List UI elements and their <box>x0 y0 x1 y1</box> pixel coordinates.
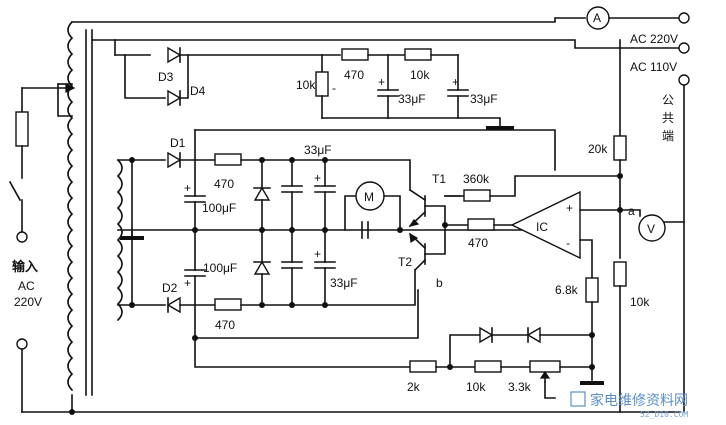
label-2k: 2k <box>407 380 421 394</box>
label-10k-bottom: 10k <box>466 380 486 394</box>
polarity-minus-top: - <box>332 81 336 95</box>
input-label: 输入 <box>12 259 38 274</box>
secondary-winding <box>116 158 123 322</box>
resistor-10k-top <box>404 48 432 61</box>
label-470-d1: 470 <box>214 177 234 191</box>
voltmeter <box>638 214 666 242</box>
label-470-d2: 470 <box>215 318 235 332</box>
watermark-url: 52_D10.COM <box>640 410 688 419</box>
common-char-1: 公 <box>662 93 674 107</box>
resistor-10k-left <box>315 71 329 97</box>
d3-d4-branch: D3 D4 470 10k 10k - + 33μF + 33μF <box>124 46 514 130</box>
polarity-plus-c6: + <box>314 247 321 261</box>
label-20k: 20k <box>588 142 608 156</box>
terminal-220v[interactable] <box>678 12 690 24</box>
label-node-b: b <box>436 276 443 290</box>
label-c-33uf-top2: 33μF <box>470 92 498 106</box>
reference-diode-2 <box>526 326 541 344</box>
ic-plus: + <box>566 201 573 215</box>
watermark: 家电维修资料网 52_D10.COM <box>570 391 688 419</box>
ic-label: IC <box>536 220 548 234</box>
power-switch[interactable] <box>8 180 22 202</box>
terminal-common[interactable] <box>678 74 690 86</box>
polarity-plus-c5: + <box>314 171 321 185</box>
fuse <box>15 111 29 147</box>
input-terminal-bottom[interactable] <box>16 338 28 350</box>
label-node-a: a <box>628 204 635 218</box>
label-t1: T1 <box>432 172 446 186</box>
ammeter-label: A <box>593 11 601 25</box>
label-d2: D2 <box>162 281 178 295</box>
label-c-33uf-mid: 33μF <box>304 143 332 157</box>
op-amp-section: 360k 470 IC + - a V 6.8k 10k <box>444 172 685 413</box>
label-c-100uf-1: 100μF <box>202 201 236 215</box>
resistor-10k-right <box>613 261 627 287</box>
label-c-33uf-top1: 33μF <box>398 92 426 106</box>
label-10k-top: 10k <box>410 68 430 82</box>
label-470-base: 470 <box>468 236 488 250</box>
label-3-3k: 3.3k <box>508 380 532 394</box>
label-10k-right: 10k <box>630 295 650 309</box>
resistor-360k <box>463 189 491 202</box>
label-t2: T2 <box>398 255 412 269</box>
resistor-10k-bottom <box>474 360 502 373</box>
resistor-2k <box>409 360 437 373</box>
resistor-470-d2 <box>214 298 242 311</box>
primary-winding-left <box>67 20 74 392</box>
label-6-8k: 6.8k <box>555 283 579 297</box>
diode-d2 <box>166 296 181 314</box>
diode-d4 <box>167 89 182 107</box>
label-10k-left: 10k <box>296 78 316 92</box>
transformer <box>67 20 123 396</box>
resistor-20k <box>613 135 627 161</box>
voltmeter-label: V <box>647 222 655 236</box>
resistor-470-top <box>341 48 369 61</box>
common-char-3: 端 <box>662 129 674 143</box>
label-d4: D4 <box>190 84 206 98</box>
terminal-110v[interactable] <box>678 42 690 54</box>
polarity-plus-c2: + <box>452 75 459 89</box>
input-volt-label: 220V <box>14 295 42 309</box>
reference-diode-1 <box>479 326 494 344</box>
polarity-plus-100uf2: + <box>184 276 191 290</box>
zener-filter-bank: + + 33μF <box>253 157 358 308</box>
resistor-470-d1 <box>214 153 242 166</box>
label-470-top: 470 <box>344 68 364 82</box>
label-ac-220v: AC 220V <box>630 32 678 46</box>
resistor-470-base <box>467 218 495 231</box>
zener-bottom <box>253 260 271 275</box>
label-c-33uf-low: 33μF <box>330 276 358 290</box>
label-360k: 360k <box>463 172 490 186</box>
common-char-2: 共 <box>662 111 674 125</box>
output-wiring: A AC 220V AC 110V 公 共 端 <box>57 6 690 413</box>
label-ac-110v: AC 110V <box>630 60 677 74</box>
input-section: 输入 AC 220V <box>8 83 681 415</box>
zener-top <box>253 186 271 201</box>
motor-branch: M <box>344 181 403 239</box>
potentiometer-3-3k[interactable] <box>529 360 561 373</box>
ic-minus: - <box>566 236 570 250</box>
diode-d1 <box>167 151 182 169</box>
resistor-6-8k <box>585 277 599 303</box>
motor-label: M <box>364 190 374 204</box>
op-amp-ic <box>510 190 581 260</box>
label-d3: D3 <box>158 70 174 84</box>
transistor-pair: T1 T2 b <box>398 172 461 290</box>
label-d1: D1 <box>170 136 186 150</box>
label-c-100uf-2: 100μF <box>203 261 237 275</box>
polarity-plus-c1: + <box>378 75 385 89</box>
input-terminal-top[interactable] <box>16 231 28 243</box>
watermark-logo-icon <box>570 391 586 407</box>
input-ac-label: AC <box>18 279 35 293</box>
polarity-plus-100uf1: + <box>184 181 191 195</box>
reference-chain: 2k 10k 3.3k <box>194 326 604 399</box>
watermark-text: 家电维修资料网 <box>590 392 688 409</box>
diode-d3 <box>167 46 182 64</box>
